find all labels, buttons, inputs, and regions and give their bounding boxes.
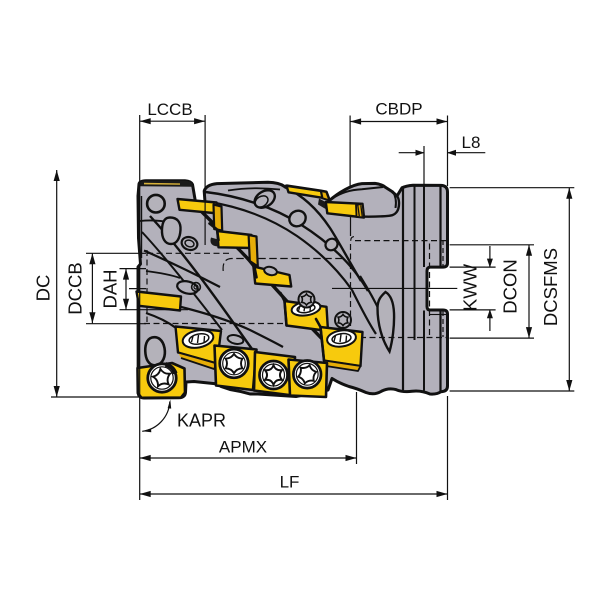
- svg-text:APMX: APMX: [219, 438, 267, 457]
- svg-text:DCCB: DCCB: [65, 262, 86, 314]
- svg-text:L8: L8: [462, 133, 481, 152]
- svg-text:DC: DC: [33, 275, 54, 302]
- svg-text:LF: LF: [280, 473, 300, 492]
- svg-text:CBDP: CBDP: [375, 100, 422, 119]
- svg-text:DCON: DCON: [500, 259, 521, 313]
- svg-text:DCSFMS: DCSFMS: [540, 248, 561, 326]
- svg-text:KAPR: KAPR: [177, 411, 226, 431]
- svg-text:LCCB: LCCB: [147, 100, 192, 119]
- svg-text:KWW: KWW: [460, 263, 481, 311]
- svg-text:DAH: DAH: [100, 269, 121, 308]
